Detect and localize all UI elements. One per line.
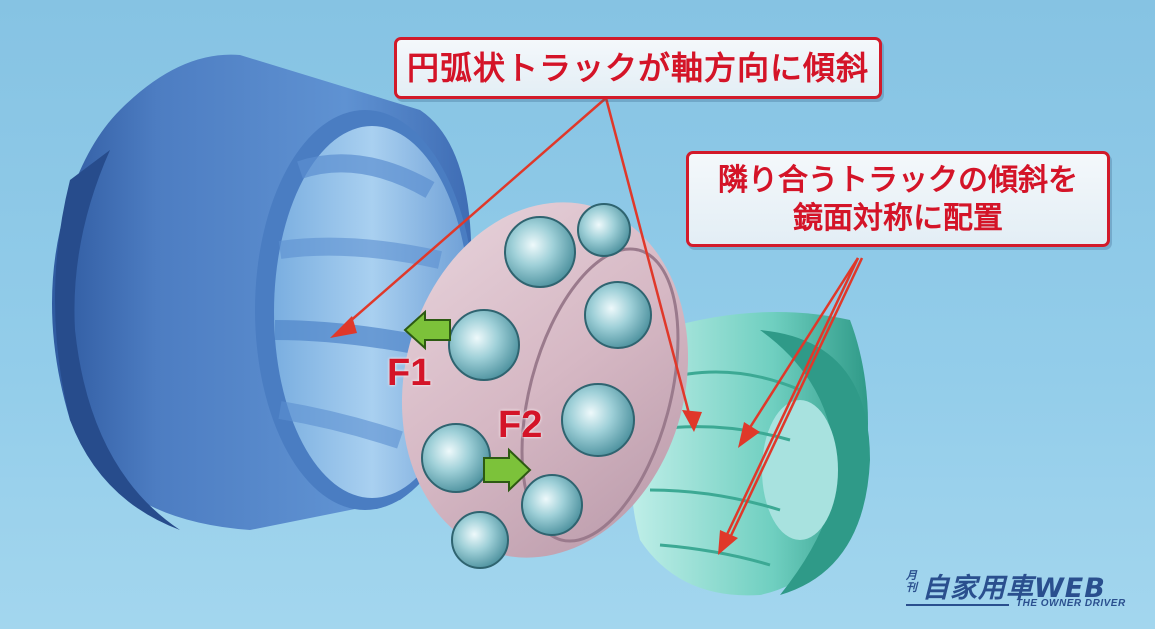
inner-race — [631, 312, 870, 596]
force-arrow-f1 — [403, 309, 451, 351]
force-arrow-f2 — [483, 447, 532, 493]
force-label-f2: F2 — [498, 404, 543, 446]
callout-mirror-line1: 隣り合うトラックの傾斜を — [718, 163, 1078, 198]
pointer-arrowheads — [330, 316, 760, 555]
logo-title: 自家用車WEB — [922, 573, 1106, 604]
logo-monthly: 月刊 — [906, 569, 917, 594]
force-label-f1: F1 — [387, 352, 432, 394]
callout-mirror-line2: 鏡面対称に配置 — [793, 201, 1003, 236]
logo-subtitle: THE OWNER DRIVER — [1016, 598, 1126, 609]
balls — [421, 203, 652, 569]
publisher-logo: 月刊 自家用車WEB THE OWNER DRIVER — [906, 566, 1136, 616]
logo-rule — [906, 604, 1009, 606]
callout-track-tilt: 円弧状トラックが軸方向に傾斜 — [394, 37, 882, 99]
pointer-lines — [339, 97, 864, 546]
callout-track-tilt-text: 円弧状トラックが軸方向に傾斜 — [406, 49, 869, 87]
callout-mirror-symmetry: 隣り合うトラックの傾斜を 鏡面対称に配置 — [686, 151, 1110, 247]
